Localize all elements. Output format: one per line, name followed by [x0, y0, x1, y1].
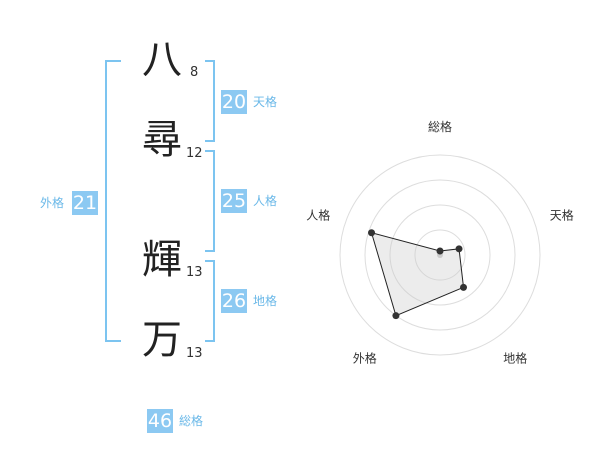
radar-ring [339, 154, 541, 356]
name-char-1: 八 [142, 37, 182, 83]
tenkaku-bracket [205, 60, 215, 142]
radar-axis-label-1: 総格 [428, 119, 452, 134]
radar-point-1 [436, 247, 444, 255]
radar-axis-label-5: 人格 [306, 207, 330, 222]
stroke-count-2: 12 [186, 146, 203, 161]
radar-axis-label-3: 地格 [503, 351, 527, 366]
name-char-4: 万 [142, 317, 182, 363]
soukaku-label: 総格 [179, 414, 204, 428]
gaikaku-badge: 21 [72, 191, 98, 215]
jinkaku-bracket [205, 150, 215, 252]
radar-rings [339, 154, 541, 356]
radar-ring [364, 179, 516, 331]
radar-point-5 [368, 229, 376, 237]
tenkaku-label: 天格 [253, 95, 278, 109]
stroke-count-3: 13 [186, 265, 203, 280]
gaikaku-label: 外格 [40, 196, 65, 210]
radar-ring [389, 204, 491, 306]
jinkaku-label: 人格 [253, 194, 278, 208]
gaikaku-bracket [105, 60, 121, 342]
name-char-3: 輝 [142, 237, 182, 283]
radar-axis-label-4: 外格 [353, 351, 377, 366]
radar-point-3 [460, 283, 468, 291]
stroke-count-4: 13 [186, 346, 203, 361]
soukaku-badge: 46 [147, 409, 173, 433]
radar-point-4 [392, 312, 400, 320]
radar-point-2 [455, 245, 463, 253]
stroke-count-1: 8 [190, 65, 199, 80]
jinkaku-badge: 25 [221, 189, 247, 213]
radar-points [368, 229, 468, 320]
radar-axis-label-2: 天格 [550, 207, 574, 222]
radar-area [370, 232, 465, 317]
radar-ring [414, 229, 466, 281]
name-char-2: 尋 [142, 117, 182, 163]
tenkaku-badge: 20 [221, 90, 247, 114]
chikaku-badge: 26 [221, 289, 247, 313]
chikaku-label: 地格 [253, 294, 278, 308]
chikaku-bracket [205, 260, 215, 342]
